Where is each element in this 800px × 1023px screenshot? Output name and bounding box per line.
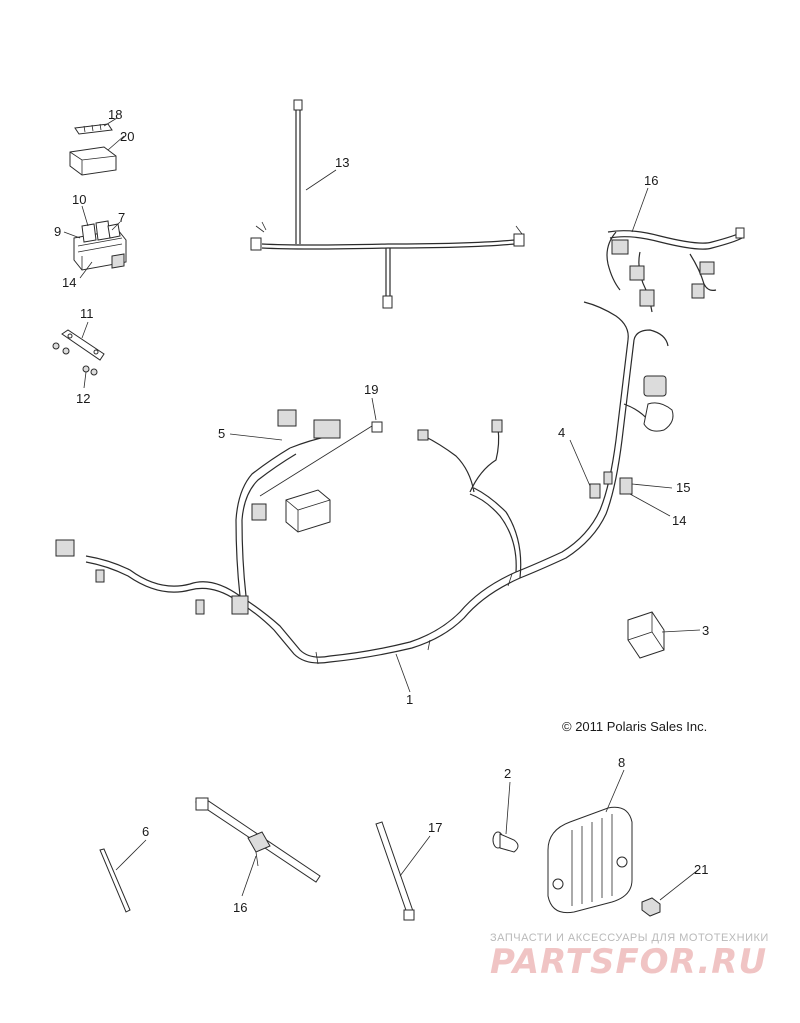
callout-21: 21	[694, 862, 708, 877]
callout-19: 19	[364, 382, 378, 397]
part-16-tie-clip	[195, 797, 321, 883]
callout-15: 15	[676, 480, 690, 495]
callout-17: 17	[428, 820, 442, 835]
callout-16-upper: 16	[644, 173, 658, 188]
callout-4: 4	[558, 425, 565, 440]
callout-14-harness: 14	[672, 513, 686, 528]
part-6-cable-tie	[99, 848, 131, 913]
part-11-bracket	[61, 329, 105, 361]
callout-5: 5	[218, 426, 225, 441]
callout-2: 2	[504, 766, 511, 781]
part-18-fuse-strip	[74, 123, 113, 135]
part-2-push-rivet	[492, 831, 519, 853]
callout-16-lower: 16	[233, 900, 247, 915]
callout-7: 7	[118, 210, 125, 225]
callout-12: 12	[76, 391, 90, 406]
part-16-upper-harness	[606, 227, 745, 313]
watermark: ЗАПЧАСТИ И АКСЕССУАРЫ ДЛЯ МОТОТЕХНИКИ PA…	[490, 932, 769, 982]
callout-18: 18	[108, 107, 122, 122]
part-17-cable-tie	[375, 821, 415, 921]
part-1-main-harness	[55, 301, 674, 665]
part-12-screws	[52, 342, 98, 376]
relay-block-assembly	[73, 220, 127, 271]
callout-8: 8	[618, 755, 625, 770]
callout-11: 11	[80, 306, 94, 321]
callout-labels: 18 20 10 7 9 14 11 12 13 16 19 5 4 15 14…	[54, 107, 709, 915]
callout-9: 9	[54, 224, 61, 239]
part-20-fuse-cover	[69, 146, 117, 176]
part-21-nut	[641, 897, 661, 917]
copyright-notice: © 2011 Polaris Sales Inc.	[562, 719, 707, 734]
callout-14-block: 14	[62, 275, 76, 290]
callout-3: 3	[702, 623, 709, 638]
callout-13: 13	[335, 155, 349, 170]
part-8-regulator	[547, 806, 633, 914]
watermark-logo: PARTSFOR.RU	[490, 942, 767, 982]
leader-lines	[63, 117, 701, 901]
watermark-tagline: ЗАПЧАСТИ И АКСЕССУАРЫ ДЛЯ МОТОТЕХНИКИ	[490, 932, 769, 944]
callout-1: 1	[406, 692, 413, 707]
callout-20: 20	[120, 129, 134, 144]
callout-10: 10	[72, 192, 86, 207]
callout-6: 6	[142, 824, 149, 839]
part-3-bracket	[627, 611, 665, 659]
part-13-sub-harness	[250, 99, 525, 309]
